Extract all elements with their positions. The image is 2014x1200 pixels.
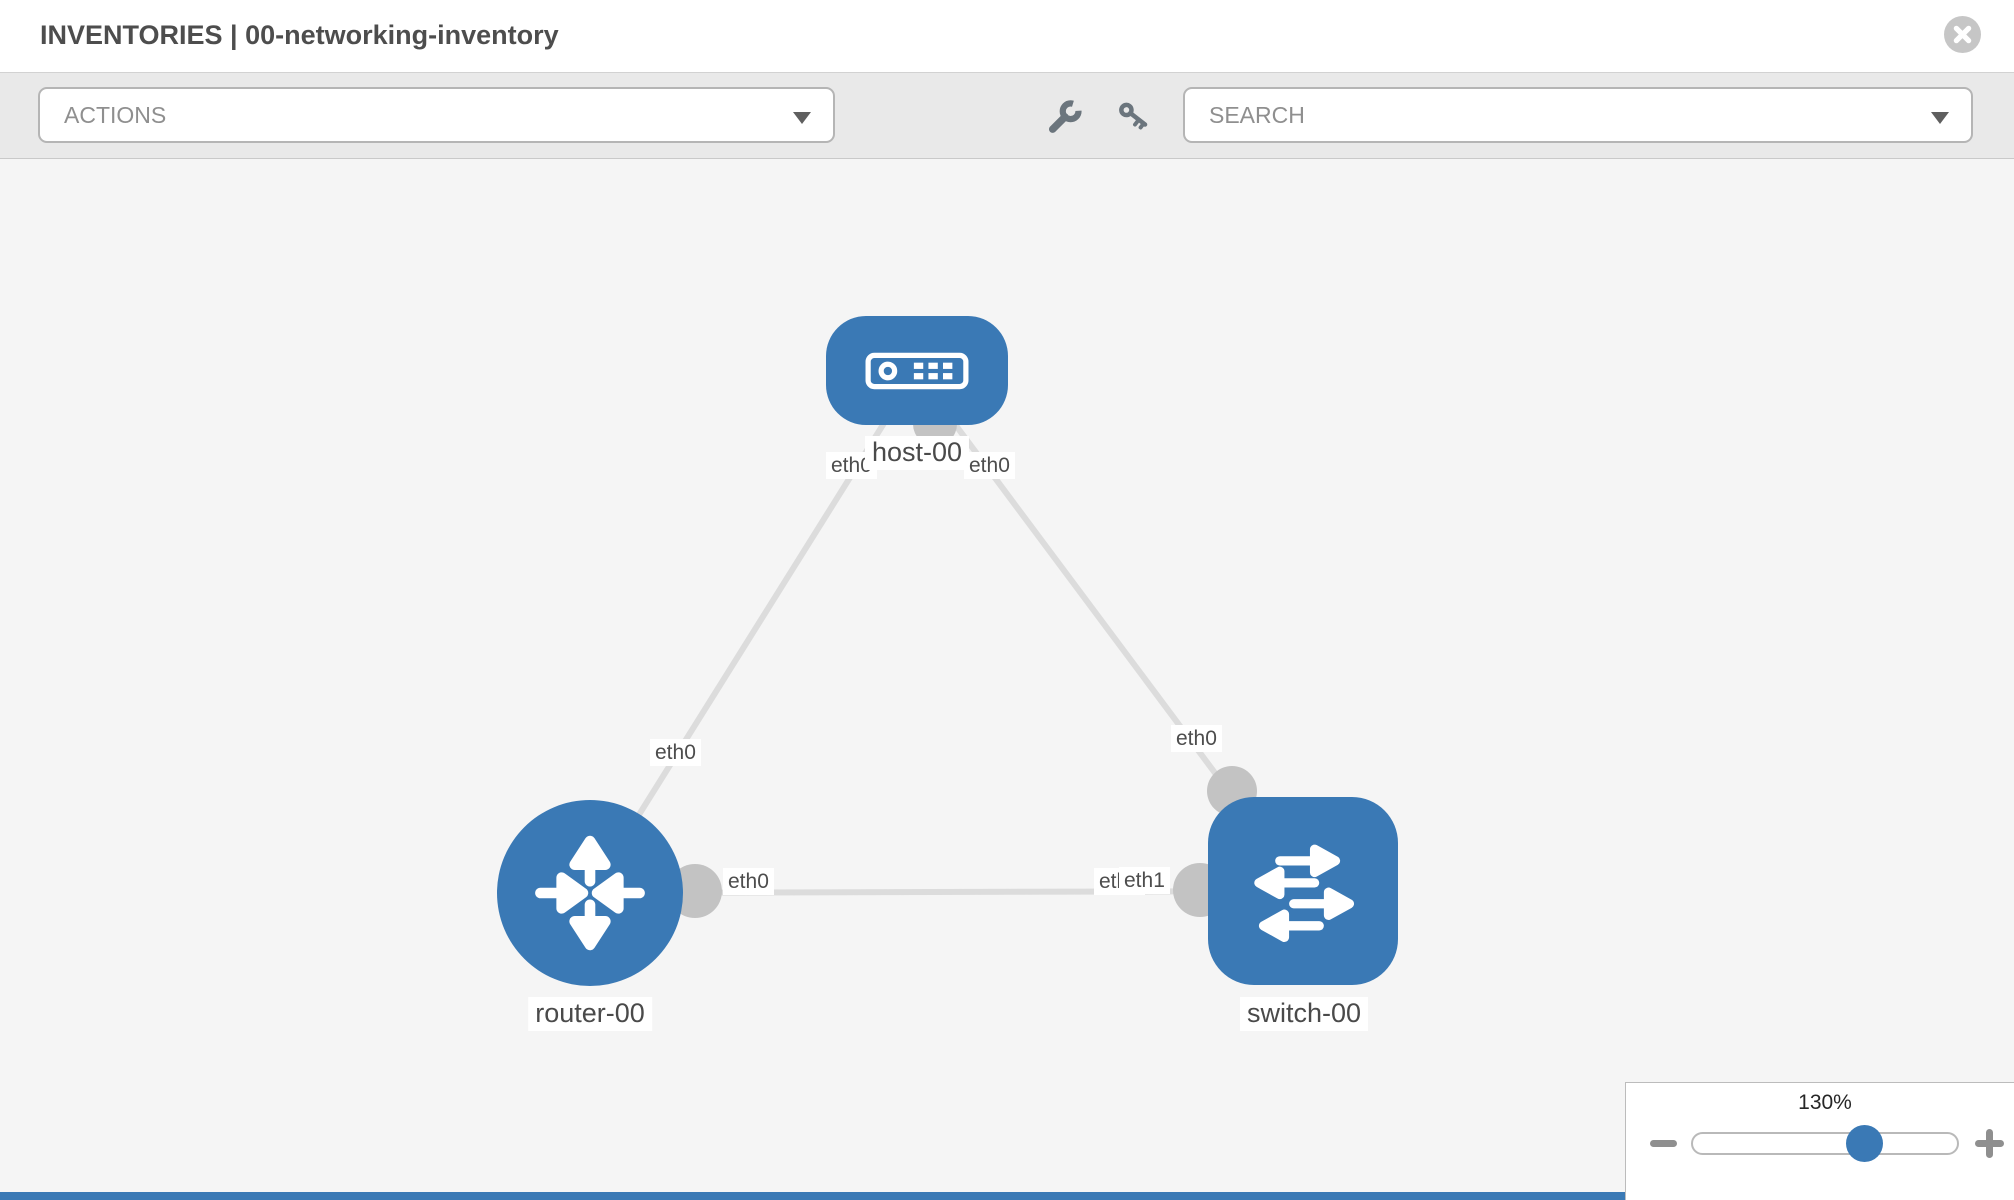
credentials-button[interactable] (1113, 98, 1153, 138)
node-switch-00[interactable] (1208, 797, 1398, 985)
close-button[interactable] (1944, 16, 1981, 53)
toolbar: ACTIONS SEARCH (0, 72, 2014, 159)
page-title: INVENTORIES | 00-networking-inventory (40, 20, 559, 50)
minus-icon[interactable] (1650, 1140, 1677, 1147)
zoom-panel: 130% (1625, 1082, 2014, 1200)
node-label-switch: switch-00 (1239, 997, 1369, 1031)
links-layer (587, 370, 1306, 918)
search-dropdown[interactable]: SEARCH (1183, 87, 1973, 143)
actions-dropdown-label: ACTIONS (64, 101, 167, 128)
node-label-host: host-00 (864, 436, 970, 470)
topology-canvas[interactable]: host-00 router-00 switch-00 eth0 eth0 et… (0, 159, 2014, 1200)
plus-icon[interactable] (1975, 1129, 2004, 1158)
bottom-accent-bar (0, 1192, 1625, 1200)
node-router-00[interactable] (497, 800, 683, 986)
header: INVENTORIES | 00-networking-inventory (0, 0, 2014, 72)
node-label-router: router-00 (528, 997, 652, 1031)
interface-label: eth0 (723, 868, 774, 896)
chevron-down-icon (793, 112, 811, 124)
zoom-slider-track[interactable] (1691, 1132, 1959, 1155)
close-icon (1953, 25, 1972, 44)
key-icon (1119, 102, 1148, 130)
interface-label: eth0 (1171, 725, 1222, 753)
actions-dropdown[interactable]: ACTIONS (38, 87, 835, 143)
zoom-slider-thumb[interactable] (1846, 1125, 1883, 1162)
switch-icon (1254, 844, 1355, 943)
host-icon (865, 352, 969, 389)
wrench-icon (1048, 100, 1083, 133)
zoom-level-value: 130% (1798, 1091, 1852, 1114)
interface-label: eth0 (650, 739, 701, 767)
configure-button[interactable] (1045, 98, 1085, 138)
interface-label: eth1 (1119, 867, 1170, 895)
node-host-00[interactable] (826, 316, 1008, 425)
search-dropdown-label: SEARCH (1209, 101, 1305, 128)
router-icon (535, 835, 645, 951)
chevron-down-icon (1931, 112, 1949, 124)
interface-label: eth0 (964, 452, 1015, 480)
